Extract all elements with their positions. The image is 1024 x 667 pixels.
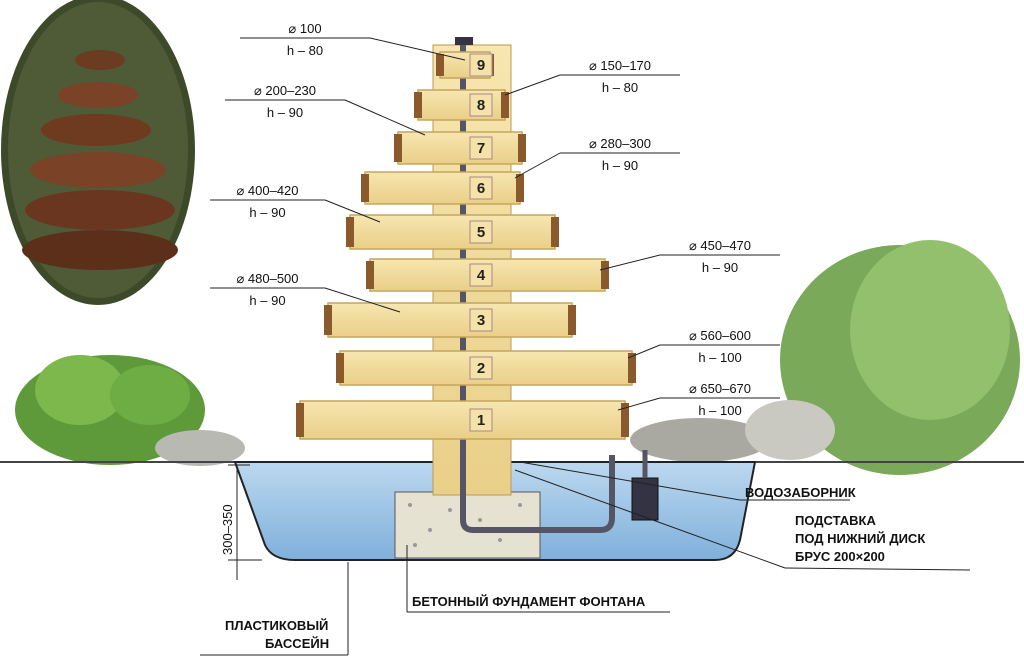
pool-text-2: БАССЕЙН bbox=[265, 636, 329, 651]
disc-number-box bbox=[469, 53, 493, 77]
disc-3-dimension-label: ⌀ 480–500 h – 90 bbox=[210, 271, 401, 313]
bark-edge bbox=[414, 92, 422, 118]
diameter-text: ⌀ 100 bbox=[288, 21, 321, 36]
bark-edge bbox=[501, 92, 509, 118]
disc-7-dimension-label: ⌀ 200–230 h – 90 bbox=[225, 83, 426, 136]
height-text: h – 100 bbox=[698, 403, 741, 418]
foundation-text: БЕТОННЫЙ ФУНДАМЕНТ ФОНТАНА bbox=[412, 594, 646, 609]
disc-number: 7 bbox=[477, 140, 485, 157]
diameter-text: ⌀ 150–170 bbox=[589, 58, 651, 73]
bark-edge bbox=[324, 305, 332, 335]
diameter-text: ⌀ 280–300 bbox=[589, 136, 651, 151]
stand-text-3: БРУС 200×200 bbox=[795, 549, 885, 564]
diameter-text: ⌀ 400–420 bbox=[236, 183, 298, 198]
disc-body bbox=[299, 400, 626, 440]
bark-edge bbox=[394, 134, 402, 162]
disc-number: 3 bbox=[477, 312, 485, 329]
bark-edge bbox=[296, 403, 304, 437]
bark-edge bbox=[628, 353, 636, 383]
disc-number-box bbox=[469, 263, 493, 287]
disc-body bbox=[349, 214, 556, 250]
right-plant bbox=[780, 240, 1020, 475]
foundation-label: БЕТОННЫЙ ФУНДАМЕНТ ФОНТАНА bbox=[406, 545, 670, 613]
diameter-text: ⌀ 480–500 bbox=[236, 271, 298, 286]
disc-6-dimension-label: ⌀ 280–300 h – 90 bbox=[514, 136, 680, 179]
left-plant bbox=[15, 355, 205, 465]
bark-edge bbox=[601, 261, 609, 289]
disc-number-box bbox=[469, 136, 493, 160]
intake-text: ВОДОЗАБОРНИК bbox=[745, 485, 856, 500]
height-text: h – 90 bbox=[702, 260, 738, 275]
disc-number-box bbox=[469, 408, 493, 432]
bark-edge bbox=[346, 217, 354, 247]
disc-number-box bbox=[469, 356, 493, 380]
diameter-text: ⌀ 560–600 bbox=[689, 328, 751, 343]
disc-7: 7 bbox=[394, 131, 526, 165]
disc-number-box bbox=[469, 93, 493, 117]
disc-body bbox=[364, 171, 521, 205]
diameter-text: ⌀ 650–670 bbox=[689, 381, 751, 396]
stand-label: ПОДСТАВКА ПОД НИЖНИЙ ДИСК БРУС 200×200 bbox=[514, 469, 971, 571]
disc-2: 2 bbox=[336, 350, 636, 386]
disc-number: 6 bbox=[477, 180, 485, 197]
depth-dimension: 300–350 bbox=[220, 464, 262, 580]
depth-label: 300–350 bbox=[220, 504, 235, 555]
disc-number: 1 bbox=[477, 412, 485, 429]
disc-number: 8 bbox=[477, 97, 485, 114]
height-text: h – 80 bbox=[602, 80, 638, 95]
height-text: h – 90 bbox=[267, 105, 303, 120]
disc-2-dimension-label: ⌀ 560–600 h – 100 bbox=[627, 328, 780, 365]
height-text: h – 100 bbox=[698, 350, 741, 365]
disc-8: 8 bbox=[414, 89, 509, 121]
disc-number: 9 bbox=[477, 57, 485, 74]
disc-body bbox=[397, 131, 523, 165]
disc-6: 6 bbox=[361, 171, 524, 205]
bark-edge bbox=[361, 174, 369, 202]
disc-3: 3 bbox=[324, 302, 576, 338]
disc-number-box bbox=[469, 308, 493, 332]
disc-8-dimension-label: ⌀ 150–170 h – 80 bbox=[504, 58, 680, 96]
pump-pipe bbox=[460, 40, 615, 533]
bark-edge bbox=[518, 134, 526, 162]
stones bbox=[155, 400, 835, 466]
height-text: h – 90 bbox=[249, 293, 285, 308]
stand-text-2: ПОД НИЖНИЙ ДИСК bbox=[795, 531, 925, 546]
disc-1: 1 bbox=[296, 400, 629, 440]
disc-1-dimension-label: ⌀ 650–670 h – 100 bbox=[617, 381, 780, 418]
disc-4: 4 bbox=[366, 258, 609, 292]
fountain-photo bbox=[1, 0, 195, 305]
height-text: h – 90 bbox=[249, 205, 285, 220]
bark-edge bbox=[516, 174, 524, 202]
disc-9: 9 bbox=[436, 51, 494, 79]
stand-text-1: ПОДСТАВКА bbox=[795, 513, 876, 528]
disc-9-dimension-label: ⌀ 100 h – 80 bbox=[240, 21, 466, 61]
diameter-text: ⌀ 450–470 bbox=[689, 238, 751, 253]
disc-5-dimension-label: ⌀ 400–420 h – 90 bbox=[210, 183, 381, 223]
disc-number-box bbox=[469, 176, 493, 200]
disc-body bbox=[327, 302, 573, 338]
bark-edge bbox=[551, 217, 559, 247]
bark-edge bbox=[621, 403, 629, 437]
disc-4-dimension-label: ⌀ 450–470 h – 90 bbox=[599, 238, 780, 275]
height-text: h – 80 bbox=[287, 43, 323, 58]
disc-number-box bbox=[469, 220, 493, 244]
height-text: h – 90 bbox=[602, 158, 638, 173]
disc-5: 5 bbox=[346, 214, 559, 250]
disc-number: 4 bbox=[477, 267, 486, 284]
bark-edge bbox=[336, 353, 344, 383]
intake-label: ВОДОЗАБОРНИК bbox=[519, 461, 856, 501]
disc-number: 5 bbox=[477, 224, 485, 241]
bark-edge bbox=[436, 54, 444, 76]
diameter-text: ⌀ 200–230 bbox=[254, 83, 316, 98]
bark-edge bbox=[366, 261, 374, 289]
pool-text-1: ПЛАСТИКОВЫЙ bbox=[225, 618, 328, 633]
bark-edge bbox=[568, 305, 576, 335]
pool-label: ПЛАСТИКОВЫЙ БАССЕЙН bbox=[200, 562, 349, 656]
disc-number: 2 bbox=[477, 360, 485, 377]
